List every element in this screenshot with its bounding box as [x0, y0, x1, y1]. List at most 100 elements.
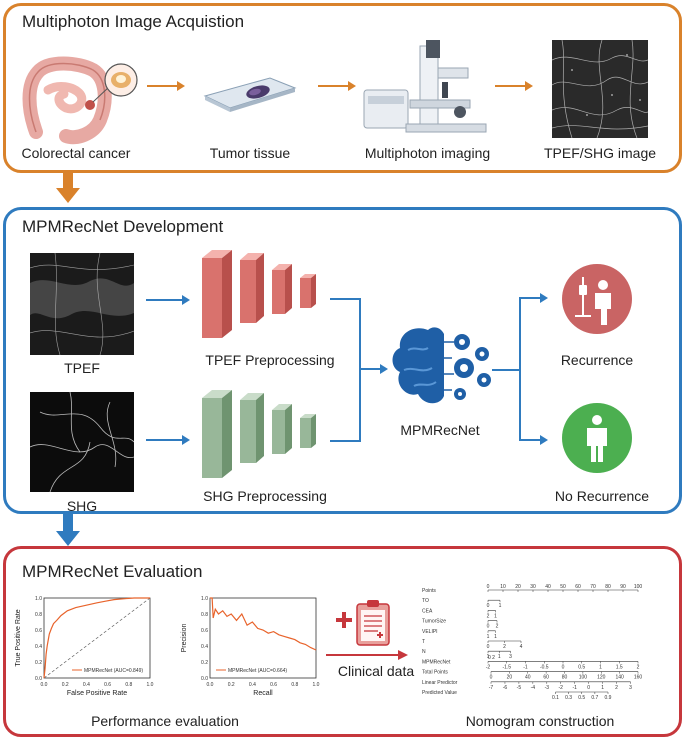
series-line	[210, 597, 317, 651]
nomogram-row-label: VELIPI	[422, 629, 438, 635]
y-tick-label: 0.4	[35, 644, 42, 650]
nomogram-tick-label: 0	[487, 624, 490, 630]
y-tick-label: 0.0	[201, 676, 208, 682]
nomogram-tick-label: 1	[494, 613, 497, 619]
y-tick-label: 0.2	[35, 660, 42, 666]
nomogram-tick-label: 4	[520, 644, 523, 650]
shg-input-image	[30, 392, 134, 492]
nomogram-tick-label: 80	[605, 584, 611, 590]
nomogram-tick-label: 1	[601, 685, 604, 691]
arrow-tpef-icon	[146, 295, 190, 305]
model-label: MPMRecNet	[400, 422, 480, 438]
nomogram-tick-label: 100	[579, 675, 588, 681]
nomogram-tick-label: 1	[499, 603, 502, 609]
x-tick-label: 0.6	[104, 682, 111, 688]
clinical-arrow-icon	[326, 650, 408, 660]
split-connector-lines	[492, 293, 548, 445]
nomogram-row-label: CEA	[422, 608, 433, 614]
nomogram-tick-label: 10	[500, 584, 506, 590]
acquisition-panel	[3, 3, 682, 173]
nomogram-tick-label: 2	[503, 644, 506, 650]
y-tick-label: 0.0	[35, 676, 42, 682]
x-tick-label: 0.8	[291, 682, 298, 688]
shg-cnn-blocks	[202, 390, 316, 478]
nomogram-tick-label: -5	[517, 685, 522, 691]
nomogram-tick-label: 160	[634, 675, 643, 681]
performance-label: Performance evaluation	[91, 713, 239, 729]
nomogram-tick-label: 30	[530, 584, 536, 590]
nomogram-tick-label: 1	[599, 664, 602, 670]
x-tick-label: 0.0	[207, 682, 214, 688]
step-colorectal-cancer: Colorectal cancer	[21, 145, 131, 161]
nomogram-row-label: Points	[422, 588, 436, 594]
nomogram-row-label: T	[422, 639, 425, 645]
nomogram-tick-label: 1	[498, 654, 501, 660]
roc-chart: 0.00.00.20.20.40.40.60.60.80.81.01.0Fals…	[15, 596, 154, 697]
nomogram-tick-label: 1.5	[616, 664, 623, 670]
x-tick-label: 0.6	[270, 682, 277, 688]
nomogram-tick-label: 2	[637, 664, 640, 670]
plot-frame	[209, 597, 317, 679]
series-line	[43, 597, 150, 679]
y-tick-label: 0.8	[35, 612, 42, 618]
down-arrow-2-icon	[56, 513, 80, 546]
nomogram-tick-label: -4	[531, 685, 536, 691]
nomogram-tick-label: 0	[487, 603, 490, 609]
acquisition-title: Multiphoton Image Acquistion	[22, 12, 245, 31]
nomogram-tick-label: 0	[487, 584, 490, 590]
nomogram-tick-label: 3	[629, 685, 632, 691]
legend-label: MPMRecNet (AUC=0.664)	[228, 668, 287, 674]
nomogram-tick-label: -1.5	[502, 664, 511, 670]
step-multiphoton-imaging: Multiphoton imaging	[364, 145, 491, 161]
nomogram-tick-label: 120	[597, 675, 606, 681]
nomogram-tick-label: 0.5	[578, 664, 585, 670]
nomogram-tick-label: 0.3	[565, 695, 572, 701]
x-tick-label: 0.2	[62, 682, 69, 688]
nomogram-tick-label: 0.9	[605, 695, 612, 701]
nomogram-tick-label: 1	[494, 634, 497, 640]
nomogram-tick-label: 0.1	[552, 695, 559, 701]
development-panel	[3, 207, 682, 514]
nomogram-row-label: TO	[422, 598, 429, 604]
nomogram-row-label: Linear Predictor	[422, 680, 458, 686]
nomogram-tick-label: 70	[590, 584, 596, 590]
nomogram-tick-label: -2	[486, 664, 491, 670]
arrow-2-icon	[318, 81, 356, 91]
nomogram-row-label: TumorSize	[422, 619, 446, 625]
y-axis-label: True Positive Rate	[15, 609, 22, 666]
nomogram-tick-label: 50	[560, 584, 566, 590]
nomogram-tick-label: 40	[525, 675, 531, 681]
legend-label: MPMRecNet (AUC=0.849)	[84, 668, 143, 674]
x-tick-label: 0.0	[41, 682, 48, 688]
y-tick-label: 0.6	[35, 628, 42, 634]
x-tick-label: 0.2	[228, 682, 235, 688]
clipboard-icon	[356, 600, 390, 646]
nomogram-tick-label: -6	[503, 685, 508, 691]
nomogram-tick-label: 1	[487, 634, 490, 640]
x-tick-label: 0.4	[249, 682, 256, 688]
down-arrow-1-icon	[56, 172, 80, 203]
nomogram-tick-label: 3	[509, 654, 512, 660]
nomogram-tick-label: -1	[523, 664, 528, 670]
x-tick-label: 1.0	[313, 682, 320, 688]
nomogram-tick-label: -3	[545, 685, 550, 691]
x-tick-label: 0.8	[125, 682, 132, 688]
nomogram-label: Nomogram construction	[465, 713, 615, 729]
x-axis-label: False Positive Rate	[67, 690, 127, 697]
nomogram-extra-label: 0 2	[488, 655, 495, 661]
step-tpef-shg-image: TPEF/SHG image	[543, 145, 657, 161]
nomogram-tick-label: 20	[507, 675, 513, 681]
nomogram-tick-label: 0	[487, 644, 490, 650]
tpef-input-image	[30, 253, 134, 355]
merge-connector-lines	[330, 298, 388, 442]
plot-frame	[43, 597, 151, 679]
nomogram-row-label: N	[422, 649, 426, 655]
tpef-preprocessing-label: TPEF Preprocessing	[205, 352, 335, 368]
y-tick-label: 0.6	[201, 628, 208, 634]
nomogram-tick-label: 0.7	[591, 695, 598, 701]
nomogram-tick-label: 40	[545, 584, 551, 590]
input-label-tpef: TPEF	[64, 360, 100, 376]
y-axis-label: Precision	[181, 624, 188, 653]
nomogram-tick-label: 0	[562, 664, 565, 670]
